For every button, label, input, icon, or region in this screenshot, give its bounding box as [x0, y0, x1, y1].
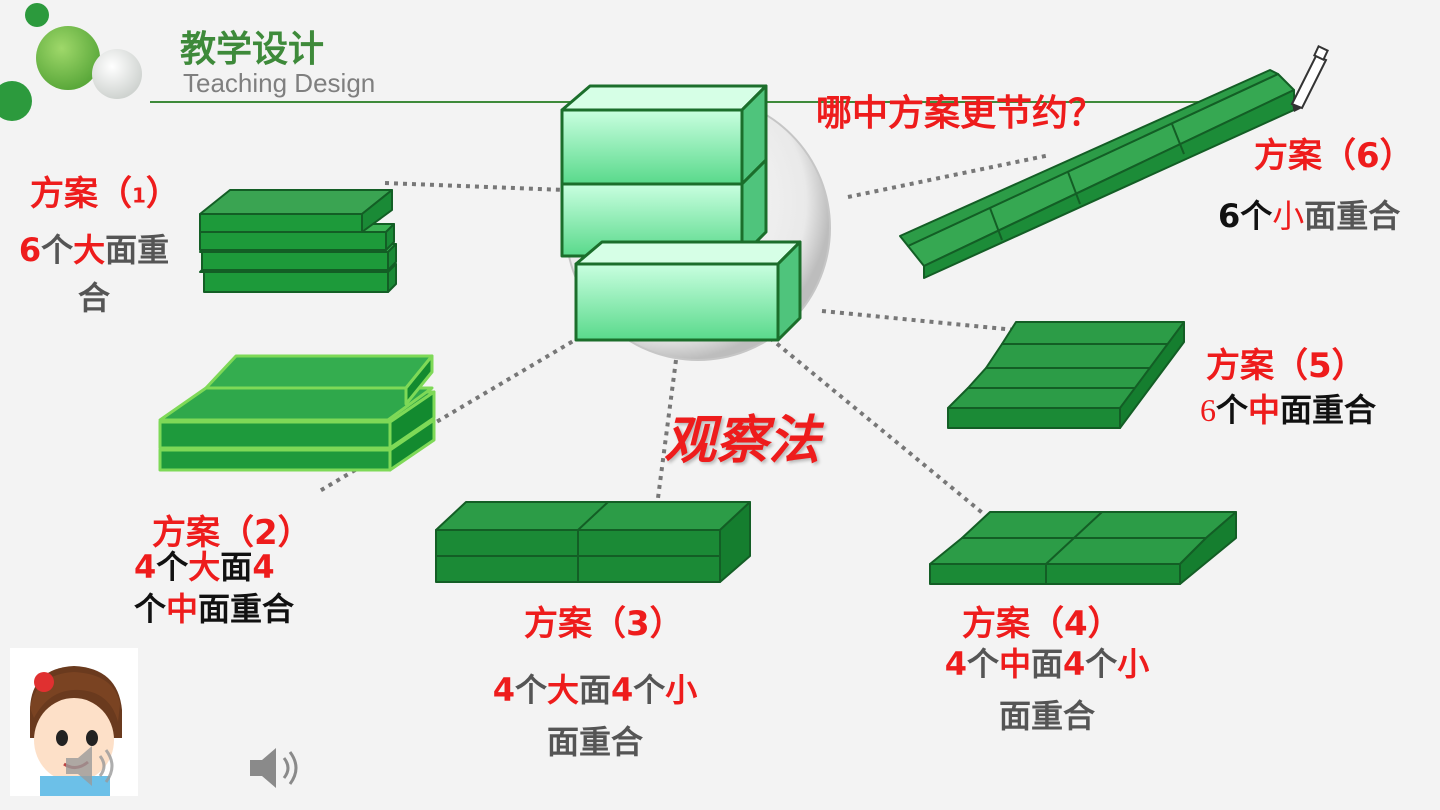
plan-3-desc: 4个大面4个小 面重合	[492, 671, 698, 761]
plan-6-title: 方案（6）	[1254, 136, 1414, 176]
plan-2-title: 方案（2）	[152, 513, 312, 553]
speaker-icon[interactable]	[60, 738, 124, 794]
plan-3-title: 方案（3）	[524, 604, 684, 644]
plan-5-desc: 6个中面重合	[1200, 391, 1377, 429]
plan-1-title: 方案（1）	[30, 174, 180, 214]
plan-4-desc: 4个中面4个小 面重合	[944, 645, 1150, 735]
plan-2-desc: 4个大面4 个中面重合	[134, 548, 295, 628]
plan-5-title: 方案（5）	[1206, 346, 1366, 386]
plan-4-title: 方案（4）	[962, 604, 1122, 644]
plan-1-desc: 6个大面重 合	[18, 231, 170, 317]
plan-6-desc: 6个小面重合	[1218, 197, 1401, 235]
speaker-icon[interactable]	[244, 738, 308, 798]
page-title: 教学设计	[180, 29, 325, 70]
question-text: 哪中方案更节约？	[816, 93, 1105, 134]
method-label: 观察法	[664, 411, 821, 471]
page-subtitle: Teaching Design	[183, 68, 376, 98]
pencil-icon	[1290, 45, 1329, 112]
girl-avatar	[10, 648, 138, 796]
